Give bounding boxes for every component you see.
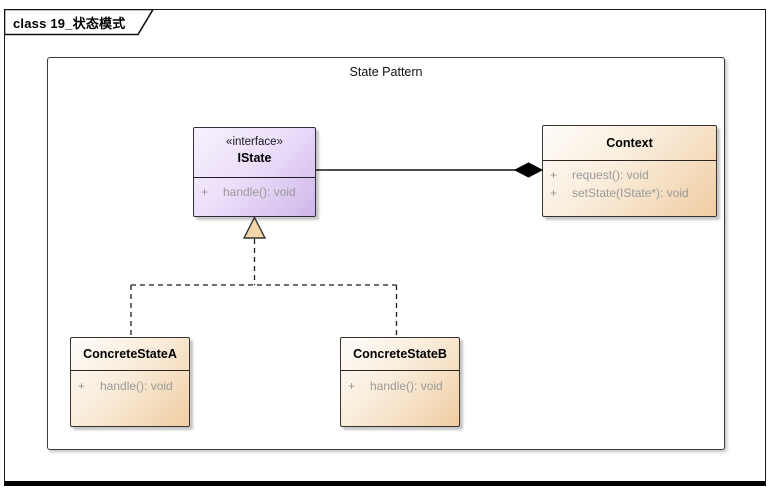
- class-box-context[interactable]: Context + request(): void + setState(ISt…: [542, 125, 717, 217]
- concretestatea-name: ConcreteStateA: [83, 347, 177, 361]
- istate-stereotype: «interface»: [226, 136, 283, 148]
- class-box-istate[interactable]: «interface» IState + handle(): void: [193, 127, 316, 217]
- diagram-title: State Pattern: [349, 65, 423, 79]
- concretestateb-name: ConcreteStateB: [353, 347, 447, 361]
- diagram-tab-label: class 19_状态模式: [13, 16, 126, 31]
- concretestateb-members: + handle(): void: [341, 371, 459, 395]
- member-row: + handle(): void: [341, 377, 459, 395]
- member-row: + request(): void: [543, 166, 716, 184]
- member-row: + handle(): void: [194, 183, 315, 201]
- visibility-symbol: +: [550, 186, 558, 200]
- diagram-tab-shape: [4, 9, 155, 36]
- visibility-symbol: +: [201, 185, 209, 199]
- concretestateb-header: ConcreteStateB: [341, 338, 459, 371]
- method-signature: handle(): void: [100, 379, 173, 393]
- concretestatea-members: + handle(): void: [71, 371, 189, 395]
- class-box-concretestateb[interactable]: ConcreteStateB + handle(): void: [340, 337, 460, 427]
- class-box-concretestatea[interactable]: ConcreteStateA + handle(): void: [70, 337, 190, 427]
- context-header: Context: [543, 126, 716, 161]
- visibility-symbol: +: [348, 379, 356, 393]
- context-members: + request(): void + setState(IState*): v…: [543, 161, 716, 202]
- method-signature: request(): void: [572, 168, 649, 182]
- method-signature: handle(): void: [223, 185, 296, 199]
- context-name: Context: [606, 136, 653, 150]
- concretestatea-header: ConcreteStateA: [71, 338, 189, 371]
- visibility-symbol: +: [78, 379, 86, 393]
- istate-header: «interface» IState: [194, 128, 315, 178]
- member-row: + handle(): void: [71, 377, 189, 395]
- istate-members: + handle(): void: [194, 178, 315, 201]
- visibility-symbol: +: [550, 168, 558, 182]
- istate-name: IState: [237, 151, 272, 165]
- method-signature: setState(IState*): void: [572, 186, 689, 200]
- method-signature: handle(): void: [370, 379, 443, 393]
- member-row: + setState(IState*): void: [543, 184, 716, 202]
